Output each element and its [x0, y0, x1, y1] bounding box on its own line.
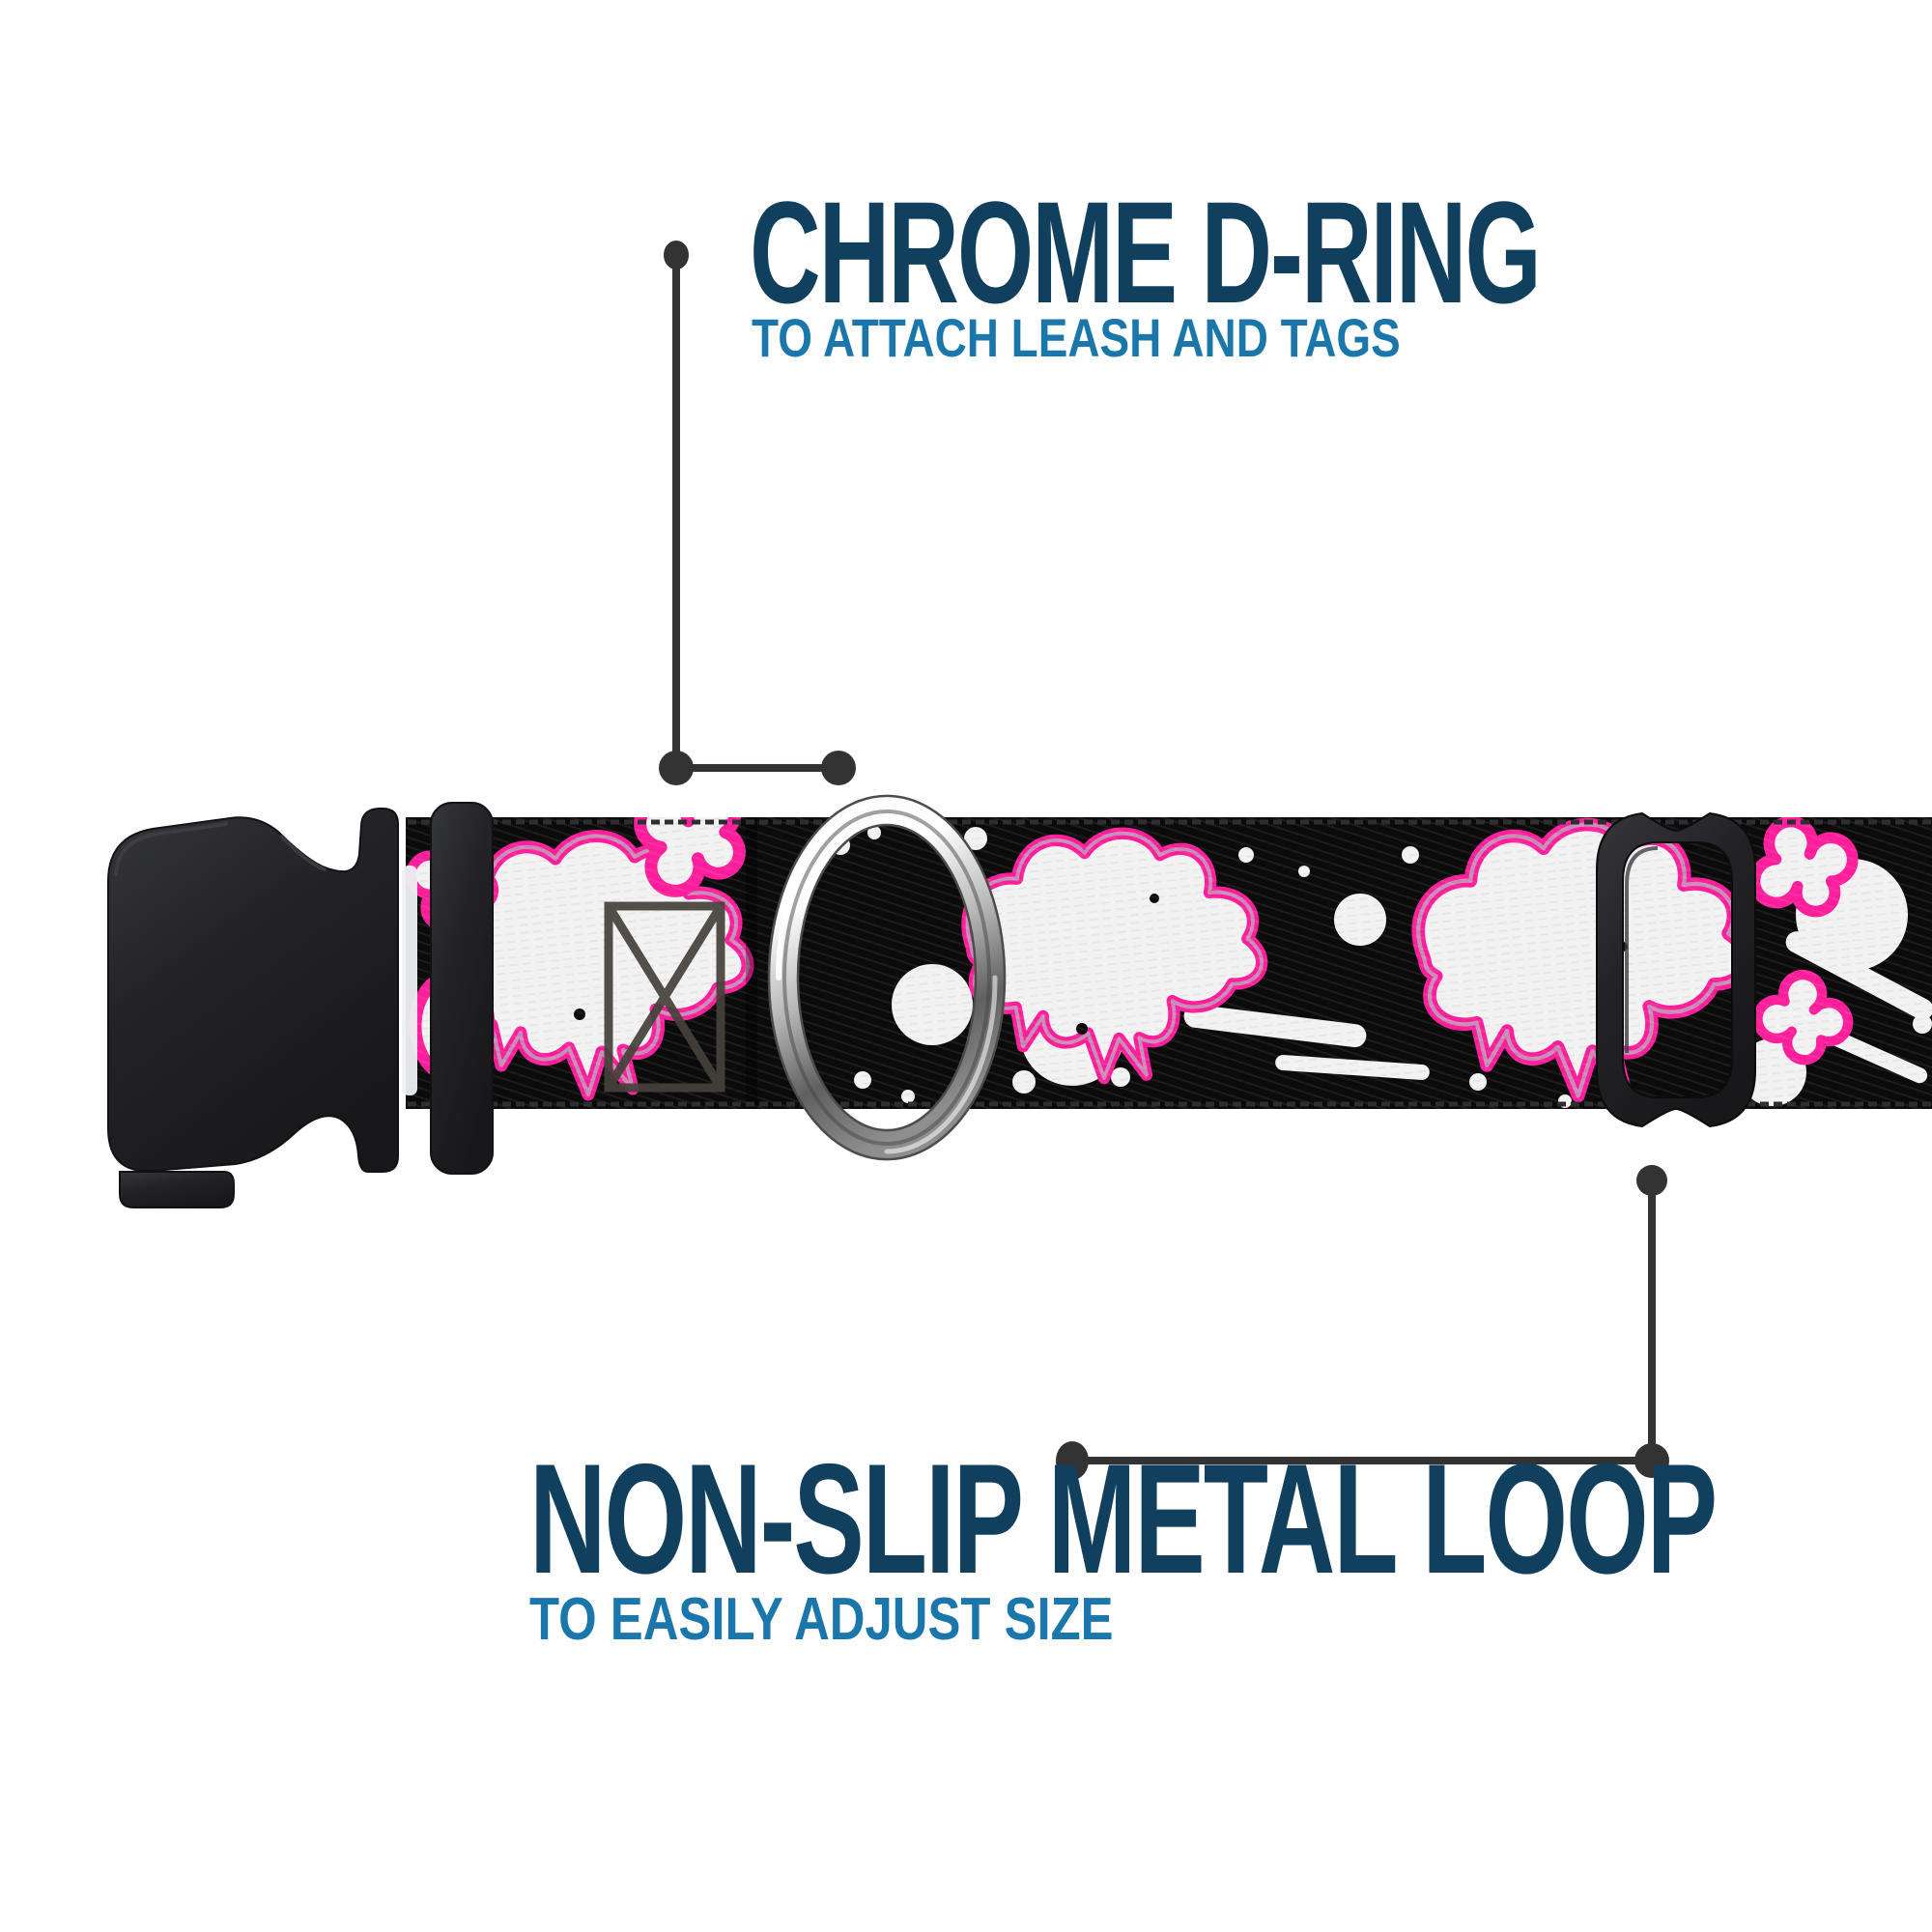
- callout-top-subtitle: TO ATTACH LEASH AND TAGS: [752, 307, 1401, 368]
- callout-line-vertical: [1648, 1180, 1656, 1461]
- buckle-bar: [430, 802, 494, 1175]
- buckle-lower-lip: [119, 1171, 235, 1208]
- callout-line-vertical: [672, 255, 680, 768]
- strap-pattern: [406, 817, 1932, 1109]
- buckle: [107, 802, 494, 1208]
- callout-bottom-title: NON-SLIP METAL LOOP: [529, 1432, 1718, 1606]
- buckle-housing: [107, 808, 399, 1173]
- callout-dot: [1056, 1441, 1089, 1480]
- callout-top-title: CHROME D-RING: [750, 171, 1542, 333]
- callout-bottom-subtitle: TO EASILY ADJUST SIZE: [529, 1586, 1114, 1653]
- stitch-box: [604, 901, 725, 1093]
- webbing-strap: [406, 817, 1932, 1109]
- buckle-slot-gap: [402, 866, 417, 1095]
- weave-texture-dark: [406, 817, 1932, 1109]
- callout-dot: [821, 751, 856, 785]
- strap-fold-shadow: [746, 817, 757, 1109]
- chrome-d-ring: [767, 794, 1007, 1161]
- callout-line-horizontal: [1072, 1457, 1652, 1464]
- callout-line-horizontal: [676, 764, 838, 772]
- slider-loop: [1596, 811, 1756, 1128]
